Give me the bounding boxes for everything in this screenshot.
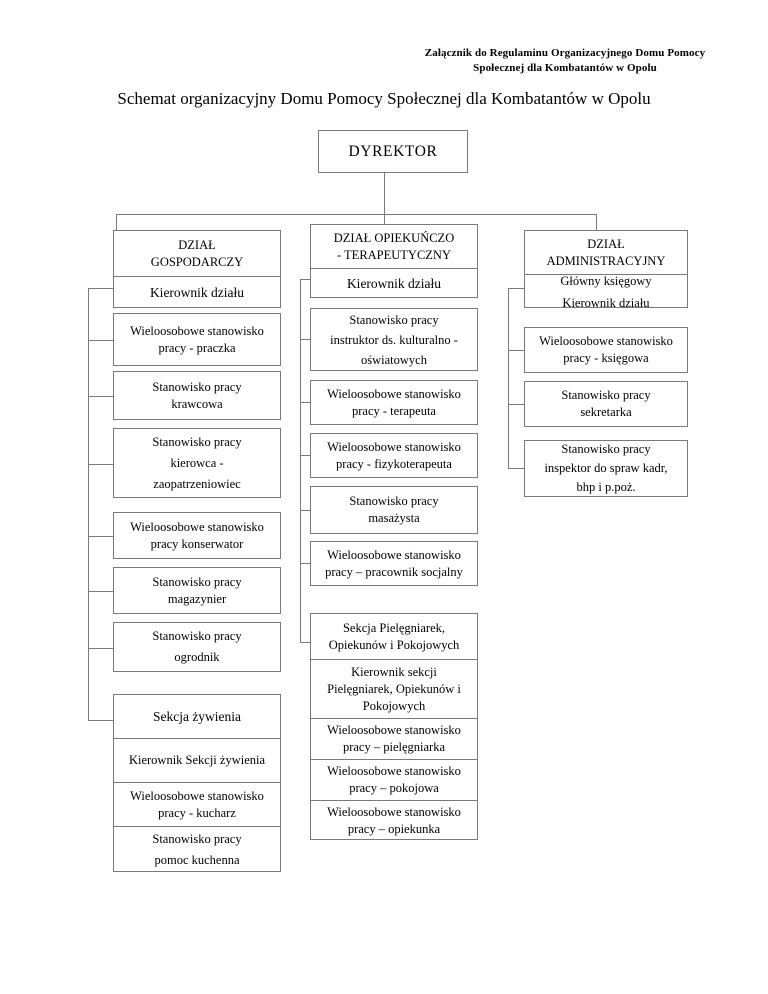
spine-administracyjny-top-stub [508,288,525,289]
spine-gospodarczy [88,288,89,720]
node-konserwator[interactable]: Wieloosobowe stanowisko pracy konserwato… [113,512,281,559]
dept-administracyjny-manager: Główny księgowy Kierownik działu [560,273,652,310]
node-pomoc-kuchenna: Stanowisko pracy pomoc kuchenna [152,832,242,867]
node-inspektor-kadr-bhp[interactable]: Stanowisko pracy inspektor do spraw kadr… [524,440,688,497]
header-line-1: Załącznik do Regulaminu Organizacyjnego [424,47,633,59]
node-dyrektor-label: DYREKTOR [348,143,438,160]
node-instruktor-kulturalno-oswiatowy[interactable]: Stanowisko pracy instruktor ds. kultural… [310,308,478,371]
node-kierownik-sekcji-pielegniarek: Kierownik sekcji Pielęgniarek, Opiekunów… [311,660,477,719]
node-pokojowa: Wieloosobowe stanowisko pracy – pokojowa [311,760,477,801]
stub-sekcja-zywienia [88,720,114,721]
spine-opiekunczo [300,279,301,642]
node-praczka[interactable]: Wieloosobowe stanowisko pracy - praczka [113,313,281,366]
node-sekretarka[interactable]: Stanowisko pracy sekretarka [524,381,688,427]
stub-opiekunczo-5 [300,563,311,564]
dept-gospodarczy-title: DZIAŁ GOSPODARCZY [114,231,280,277]
stub-administracyjny-1 [508,350,525,351]
stub-opiekunczo-1 [300,339,311,340]
stub-sekcja-pielegniarek [300,642,311,643]
node-sekcja-pielegniarek[interactable]: Sekcja Pielęgniarek, Opiekunów i Pokojow… [310,613,478,840]
node-ogrodnik[interactable]: Stanowisko pracy ogrodnik [113,622,281,672]
node-magazynier[interactable]: Stanowisko pracy magazynier [113,567,281,614]
node-pielegniarka: Wieloosobowe stanowisko pracy – pielęgni… [311,719,477,760]
node-kierowca-zaopatrzeniowiec[interactable]: Stanowisko pracy kierowca - zaopatrzenio… [113,428,281,498]
stub-gospodarczy-4 [88,536,114,537]
node-sekcja-zywienia[interactable]: Sekcja żywienia Kierownik Sekcji żywieni… [113,694,281,872]
page-title: Schemat organizacyjny Domu Pomocy Społec… [117,89,651,108]
node-dzial-opiekunczo-terapeutyczny[interactable]: DZIAŁ OPIEKUŃCZO - TERAPEUTYCZNY Kierown… [310,224,478,298]
node-kierownik-sekcji-zywienia: Kierownik Sekcji żywienia [114,739,280,783]
dept-opiekunczo-title: DZIAŁ OPIEKUŃCZO - TERAPEUTYCZNY [311,225,477,269]
node-ksiegowa[interactable]: Wieloosobowe stanowisko pracy - księgowa [524,327,688,373]
node-dzial-administracyjny[interactable]: DZIAŁ ADMINISTRACYJNY Główny księgowy Ki… [524,230,688,310]
stub-gospodarczy-2 [88,396,114,397]
node-dyrektor[interactable]: DYREKTOR [318,130,468,173]
stub-administracyjny-2 [508,404,525,405]
dept-administracyjny-title: DZIAŁ ADMINISTRACYJNY [525,231,687,275]
stub-gospodarczy-3 [88,464,114,465]
dept-opiekunczo-manager: Kierownik działu [346,276,442,291]
sekcja-pielegniarek-title: Sekcja Pielęgniarek, Opiekunów i Pokojow… [311,614,477,660]
sekcja-zywienia-title: Sekcja żywienia [114,695,280,739]
node-opiekunka: Wieloosobowe stanowisko pracy – opiekunk… [327,805,461,836]
header-line-2: Domu Pomocy Społecznej dla Kombatantów w… [473,47,706,74]
connector-department-bus [116,214,596,215]
connector-drop-administracyjny [596,214,597,230]
connector-drop-gospodarczy [116,214,117,230]
node-kucharz: Wieloosobowe stanowisko pracy - kucharz [114,783,280,827]
node-terapeuta[interactable]: Wieloosobowe stanowisko pracy - terapeut… [310,380,478,425]
dept-gospodarczy-manager: Kierownik działu [149,285,245,300]
stub-gospodarczy-6 [88,648,114,649]
node-pracownik-socjalny[interactable]: Wieloosobowe stanowisko pracy – pracowni… [310,541,478,586]
stub-gospodarczy-5 [88,591,114,592]
node-dzial-gospodarczy[interactable]: DZIAŁ GOSPODARCZY Kierownik działu [113,230,281,308]
stub-gospodarczy-1 [88,340,114,341]
stub-opiekunczo-3 [300,455,311,456]
node-fizykoterapeuta[interactable]: Wieloosobowe stanowisko pracy - fizykote… [310,433,478,478]
spine-gospodarczy-top-stub [88,288,114,289]
stub-opiekunczo-2 [300,402,311,403]
connector-drop-opiekunczo [384,214,385,224]
node-krawcowa[interactable]: Stanowisko pracy krawcowa [113,371,281,420]
node-masazysta[interactable]: Stanowisko pracy masażysta [310,486,478,534]
document-header: Załącznik do Regulaminu Organizacyjnego … [400,46,730,76]
spine-administracyjny [508,288,509,468]
spine-opiekunczo-top-stub [300,279,311,280]
stub-opiekunczo-4 [300,510,311,511]
connector-director-down [384,173,385,214]
stub-administracyjny-3 [508,468,525,469]
